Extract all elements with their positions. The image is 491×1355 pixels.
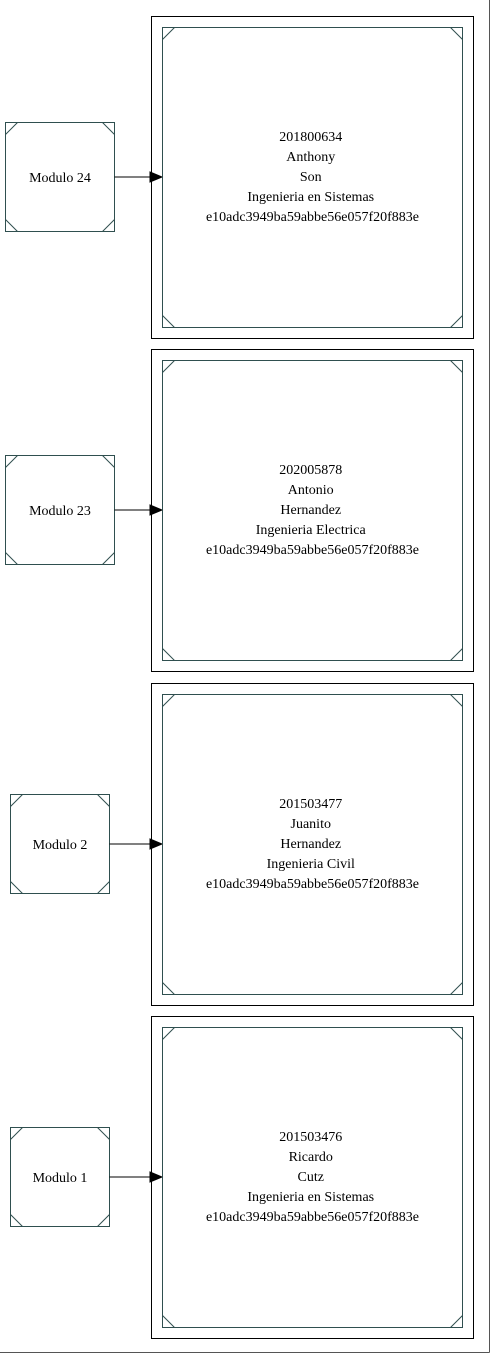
- connector-arrow: [114, 171, 164, 183]
- student-career: Ingenieria en Sistemas: [247, 190, 374, 205]
- diagram-row: Modulo 1 201503476 Ricardo Cutz Ingenier…: [10, 1016, 474, 1339]
- diagram-row: Modulo 23 202005878 Antonio Hernandez In…: [5, 349, 474, 672]
- student-node[interactable]: 201503477 Juanito Hernandez Ingenieria C…: [151, 683, 474, 1006]
- student-node[interactable]: 202005878 Antonio Hernandez Ingenieria E…: [151, 349, 474, 672]
- student-last-name: Cutz: [298, 1170, 324, 1185]
- diagram-row: Modulo 2 201503477 Juanito Hernandez Ing…: [10, 683, 474, 1006]
- student-career: Ingenieria Civil: [267, 857, 355, 872]
- student-carnet: 201503477: [279, 797, 342, 812]
- student-info: 201800634 Anthony Son Ingenieria en Sist…: [206, 130, 419, 225]
- student-hash: e10adc3949ba59abbe56e057f20f883e: [206, 877, 419, 892]
- module-node[interactable]: Modulo 2: [10, 794, 110, 894]
- module-label: Modulo 24: [29, 171, 91, 186]
- student-last-name: Hernandez: [280, 837, 341, 852]
- student-hash: e10adc3949ba59abbe56e057f20f883e: [206, 1210, 419, 1225]
- student-node[interactable]: 201503476 Ricardo Cutz Ingenieria en Sis…: [151, 1016, 474, 1339]
- student-first-name: Anthony: [286, 150, 335, 165]
- student-info: 201503477 Juanito Hernandez Ingenieria C…: [206, 797, 419, 892]
- connector-arrow: [109, 838, 164, 850]
- student-carnet: 201503476: [279, 1130, 342, 1145]
- connector-arrow: [109, 1171, 164, 1183]
- student-hash: e10adc3949ba59abbe56e057f20f883e: [206, 543, 419, 558]
- student-career: Ingenieria Electrica: [256, 523, 367, 538]
- diagram-row: Modulo 24 201800634 Anthony Son Ingenier…: [5, 16, 474, 339]
- module-node[interactable]: Modulo 24: [5, 122, 115, 232]
- module-label: Modulo 23: [29, 504, 91, 519]
- module-node[interactable]: Modulo 1: [10, 1127, 110, 1227]
- student-info: 201503476 Ricardo Cutz Ingenieria en Sis…: [206, 1130, 419, 1225]
- student-first-name: Antonio: [288, 483, 334, 498]
- student-last-name: Son: [300, 170, 322, 185]
- student-career: Ingenieria en Sistemas: [247, 1190, 374, 1205]
- student-info: 202005878 Antonio Hernandez Ingenieria E…: [206, 463, 419, 558]
- student-first-name: Juanito: [291, 817, 331, 832]
- module-label: Modulo 1: [33, 1171, 88, 1186]
- student-node[interactable]: 201800634 Anthony Son Ingenieria en Sist…: [151, 16, 474, 339]
- student-carnet: 202005878: [279, 463, 342, 478]
- student-hash: e10adc3949ba59abbe56e057f20f883e: [206, 210, 419, 225]
- module-label: Modulo 2: [33, 838, 88, 853]
- student-carnet: 201800634: [279, 130, 342, 145]
- student-last-name: Hernandez: [280, 503, 341, 518]
- connector-arrow: [114, 504, 164, 516]
- student-first-name: Ricardo: [289, 1150, 333, 1165]
- module-node[interactable]: Modulo 23: [5, 455, 115, 565]
